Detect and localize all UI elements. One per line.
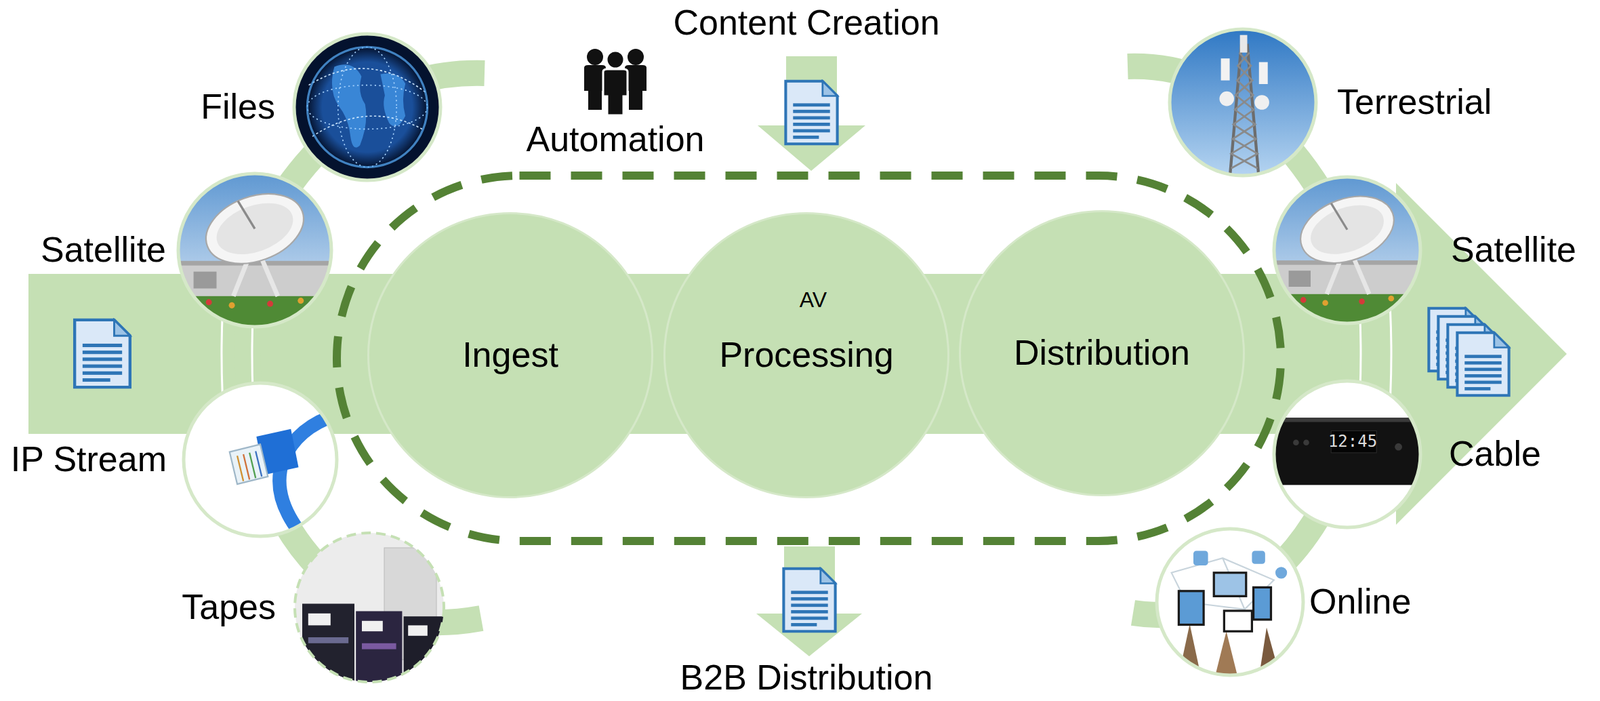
picture-frame <box>1274 380 1421 528</box>
label-slot: Automation <box>525 119 705 159</box>
label-slot: B2B Distribution <box>680 658 934 697</box>
picture-border <box>294 532 444 682</box>
text-column: Cable <box>1448 433 1542 475</box>
output-arrow <box>756 546 863 656</box>
input-arrow <box>757 56 866 171</box>
satellite-picture <box>178 173 332 327</box>
text-column: Processing <box>719 334 894 376</box>
node-label: Satellite <box>1450 229 1577 271</box>
picture-border <box>1156 528 1304 675</box>
source-node: IP Stream <box>10 382 337 537</box>
source-node: Terrestrial <box>1169 29 1492 176</box>
people-icon <box>584 48 647 116</box>
tapes-picture <box>294 532 444 682</box>
cable-picture <box>183 382 341 541</box>
source-node: Satellite <box>1274 176 1577 324</box>
text-column: Satellite <box>40 229 167 271</box>
tower-picture <box>1169 29 1317 179</box>
output-label: B2B Distribution <box>680 658 934 697</box>
process-circle: Distribution <box>958 210 1245 497</box>
process-circle: Processing <box>663 212 950 499</box>
picture-border <box>178 173 332 327</box>
node-label: Ingest <box>462 334 559 376</box>
picture-frame <box>1156 528 1304 675</box>
node-label: Tapes <box>181 586 276 628</box>
picture-frame <box>1274 176 1421 324</box>
text-column: Satellite <box>1450 229 1577 271</box>
clock-display: 12:45 <box>1328 432 1378 450</box>
picture-border <box>1169 29 1317 176</box>
source-node: Tapes <box>181 532 444 682</box>
process-circle: Ingest <box>367 212 654 499</box>
source-node: Satellite <box>40 173 332 327</box>
input-label: Content Creation <box>672 3 940 43</box>
picture-frame <box>183 382 337 537</box>
globe-picture <box>294 33 441 181</box>
picture-border <box>1274 176 1421 324</box>
node-label: Distribution <box>1013 332 1191 374</box>
document-stack <box>1428 308 1509 396</box>
label-slot: 12:45 <box>1328 432 1378 450</box>
node-label: Processing <box>719 334 894 376</box>
text-column: Files <box>200 86 276 128</box>
label-slot: AV <box>799 288 827 312</box>
automation-label: Automation <box>525 119 705 159</box>
picture-frame <box>1169 29 1317 176</box>
text-column: Tapes <box>181 586 276 628</box>
satellite-picture <box>1274 176 1421 324</box>
devices-picture <box>1156 528 1304 675</box>
icon-label: AV <box>799 288 827 312</box>
node-label: Files <box>200 86 276 128</box>
picture-border <box>1274 380 1421 528</box>
picture-frame <box>178 173 332 327</box>
document-icon <box>785 81 837 145</box>
node-label: Cable <box>1448 433 1542 475</box>
picture-frame <box>294 532 444 682</box>
picture-border <box>183 382 337 537</box>
text-column: IP Stream <box>10 439 167 480</box>
settop-picture <box>1266 380 1428 528</box>
text-column: Online <box>1309 581 1411 623</box>
document-icon <box>74 319 131 387</box>
node-label: Satellite <box>40 229 167 271</box>
node-label: Online <box>1309 581 1411 623</box>
source-node: Files <box>200 33 441 181</box>
source-node: Online <box>1156 528 1411 675</box>
text-column: Terrestrial <box>1337 81 1492 123</box>
picture-border <box>294 33 441 181</box>
source-node: Cable <box>1274 380 1542 528</box>
picture-frame <box>294 33 441 181</box>
dashed-enclosure <box>336 175 1281 541</box>
text-column: Distribution <box>1013 332 1191 374</box>
document-icon <box>783 568 835 632</box>
node-label: IP Stream <box>10 439 167 480</box>
node-label: Terrestrial <box>1337 81 1492 123</box>
text-column: Ingest <box>462 334 559 376</box>
label-slot: Content Creation <box>672 3 940 43</box>
